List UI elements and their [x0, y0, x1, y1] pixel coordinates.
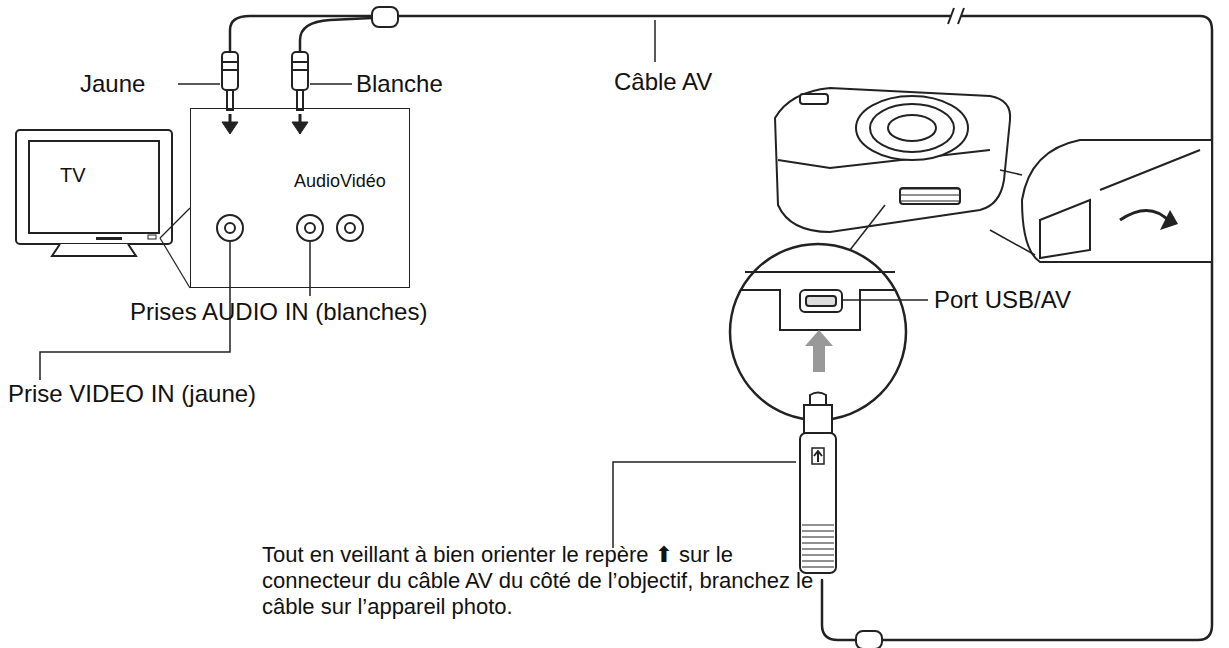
cable-label: Câble AV	[614, 68, 712, 96]
color-label: Blanche	[356, 70, 443, 98]
color-label: Jaune	[80, 70, 145, 98]
jack-label: Prise VIDEO IN (jaune)	[8, 380, 256, 408]
connector-panel: AudioVidéo	[190, 108, 410, 288]
tv-screen: TV	[28, 140, 160, 234]
instruction-note: Tout en veillant à bien orienter le repè…	[262, 542, 822, 620]
node-text: TV	[60, 164, 86, 187]
port-label: Port USB/AV	[934, 286, 1071, 314]
node-text: AudioVidéo	[294, 171, 386, 192]
jack-label: Prises AUDIO IN (blanches)	[130, 298, 427, 326]
